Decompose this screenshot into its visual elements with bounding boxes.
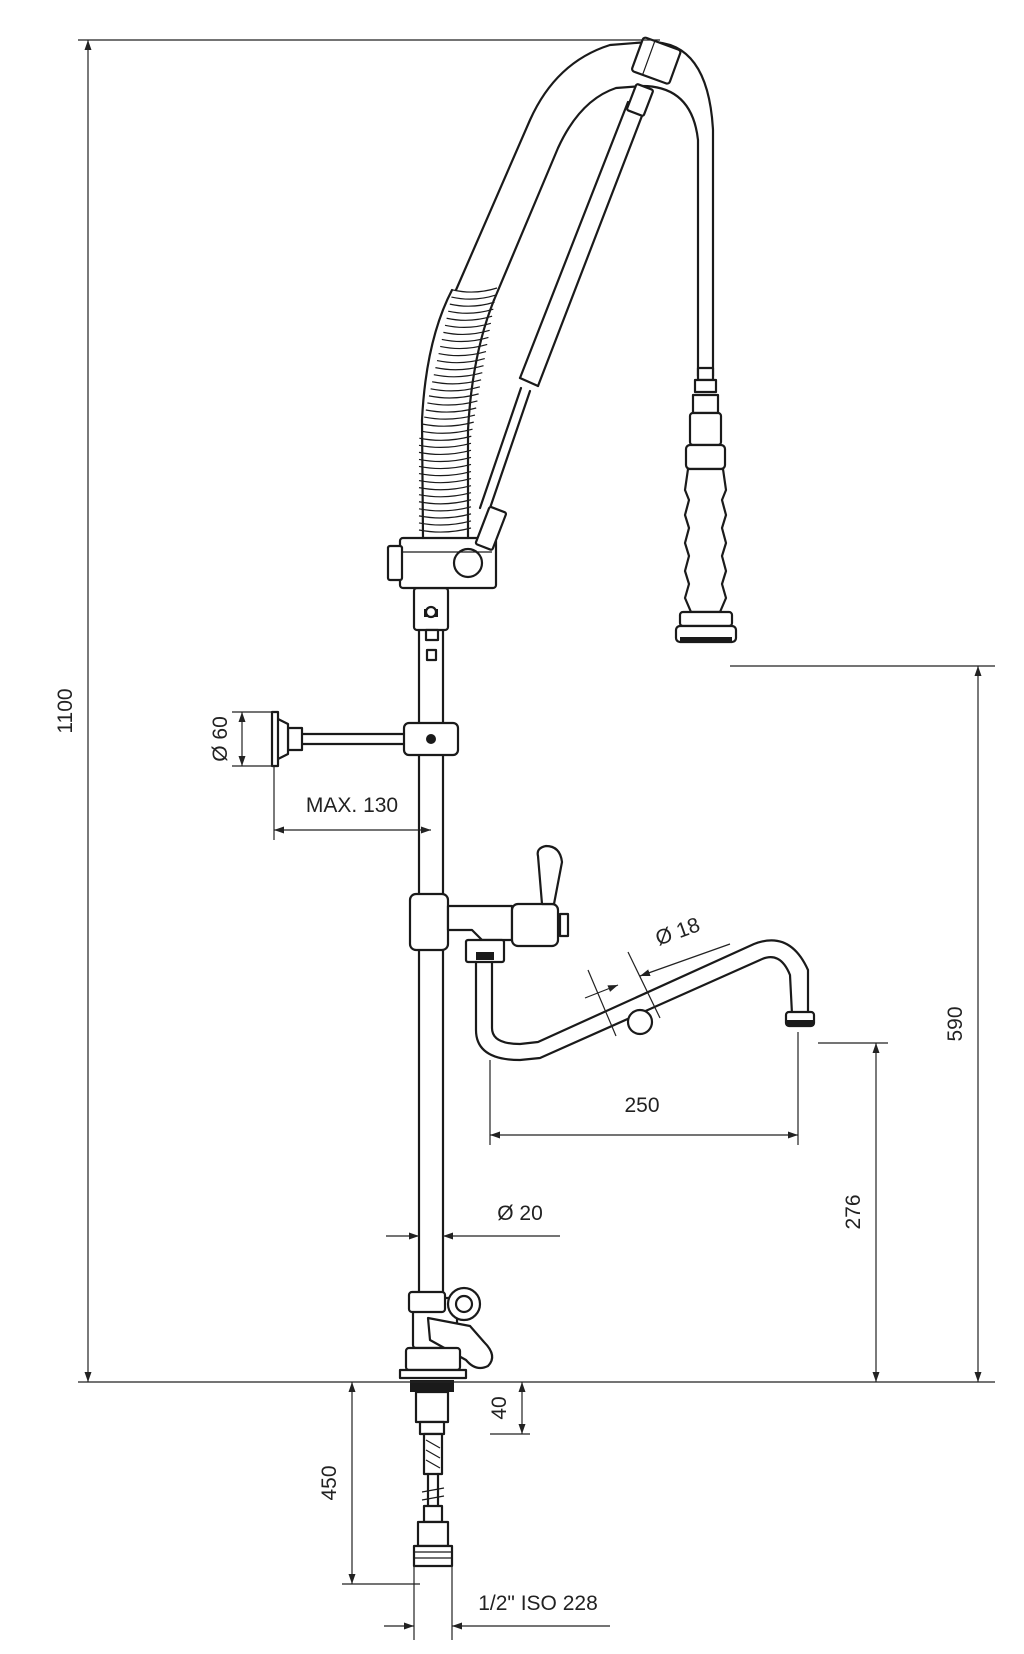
dim-column-diameter: Ø 20 <box>497 1202 543 1225</box>
dim-shank-length: 40 <box>488 1396 511 1419</box>
dim-connection-thread: 1/2" ISO 228 <box>478 1592 598 1615</box>
dim-wall-bracket-diameter: Ø 60 <box>209 716 232 762</box>
dim-hose-length: 450 <box>318 1465 341 1500</box>
dimension-lines <box>78 39 995 1640</box>
balance-arm <box>474 83 654 551</box>
dimension-labels: 1100 Ø 60 MAX. 130 Ø 18 250 590 276 Ø 20… <box>54 688 967 1615</box>
swing-spout <box>474 939 816 1062</box>
spring-hose <box>418 287 498 540</box>
dim-spout-height: 276 <box>842 1194 865 1229</box>
dim-total-height: 1100 <box>54 688 77 733</box>
dim-shower-height: 590 <box>944 1006 967 1041</box>
mixer-valve <box>408 844 570 964</box>
dim-spout-reach: 250 <box>624 1094 659 1117</box>
dim-bracket-reach: MAX. 130 <box>306 794 398 817</box>
wall-bracket <box>270 710 460 768</box>
lower-valve <box>398 1286 494 1568</box>
pre-rinse-shower <box>674 366 738 644</box>
dim-spout-diameter: Ø 18 <box>652 913 703 950</box>
faucet-body <box>270 36 816 1568</box>
